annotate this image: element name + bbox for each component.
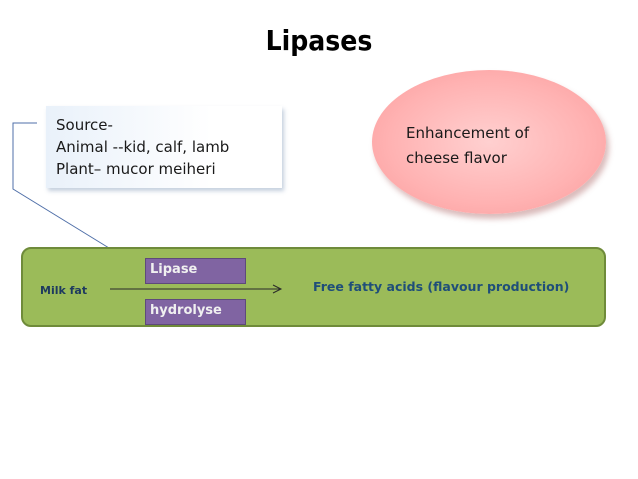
hydrolyse-box: hydrolyse: [145, 299, 246, 325]
reaction-arrow: [110, 284, 283, 294]
process-bar: [21, 247, 606, 327]
source-heading: Source-: [56, 116, 113, 134]
source-box: Source- Animal --kid, calf, lamb Plant– …: [46, 106, 282, 188]
enhancement-line2: cheese flavor: [406, 149, 507, 167]
source-plant: Plant– mucor meiheri: [56, 160, 216, 178]
milk-fat-label: Milk fat: [40, 284, 88, 297]
enhancement-text: Enhancement of cheese flavor: [406, 121, 529, 171]
lipase-box: Lipase: [145, 258, 246, 284]
enhancement-ellipse: [372, 70, 606, 214]
source-animal: Animal --kid, calf, lamb: [56, 138, 230, 156]
slide-title: Lipases: [265, 24, 373, 57]
free-fatty-acids-label: Free fatty acids (flavour production): [313, 279, 570, 294]
enhancement-line1: Enhancement of: [406, 124, 530, 142]
